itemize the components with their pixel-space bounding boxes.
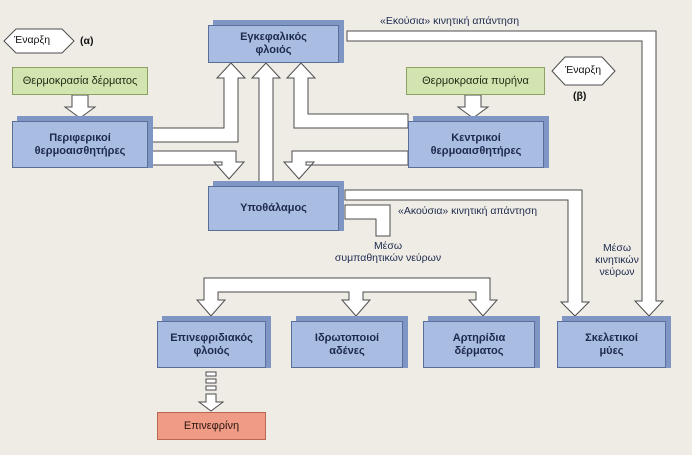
start-b-diamond (551, 56, 616, 86)
start-a-label: Έναρξη (14, 34, 51, 46)
involuntary-response-label: «Ακούσια» κινητική απάντηση (398, 205, 538, 217)
arrow-peripheral-to-cortex (147, 62, 247, 143)
start-b-label: Έναρξη (565, 64, 602, 76)
arrow-adrenal-to-epinephrine (197, 393, 225, 412)
arrow-skin-to-peripheral (63, 94, 97, 119)
arrow-voluntary (346, 30, 665, 317)
arrow-central-to-hypothalamus (282, 150, 409, 180)
dash-3 (205, 385, 217, 391)
sympathetic-nerves-label: Μέσω συμπαθητικών νεύρων (334, 240, 442, 264)
central-thermoreceptors-box: Κεντρικοί θερμοαισθητήρες (408, 121, 544, 168)
start-b-tag: (β) (573, 90, 587, 102)
arrow-central-to-cortex (285, 62, 409, 129)
voluntary-response-label: «Εκούσια» κινητική απάντηση (380, 15, 520, 27)
arrow-involuntary (344, 189, 591, 317)
dash-1 (205, 371, 217, 377)
arrow-peripheral-to-hypothalamus (147, 150, 246, 180)
start-a-diamond (3, 28, 75, 54)
arrow-core-to-central (456, 94, 490, 119)
skin-arterioles-box: Αρτηρίδια δέρματος (423, 321, 535, 368)
arrow-sympathetic-branch (195, 277, 499, 317)
adrenal-cortex-box: Επινεφριδιακός φλοιός (157, 321, 266, 368)
cerebral-cortex-box: Εγκεφαλικός φλοιός (208, 25, 339, 63)
start-a-tag: (α) (80, 35, 94, 47)
core-temperature-input: Θερμοκρασία πυρήνα (406, 67, 545, 95)
sweat-glands-box: Ιδρωτοποιοί αδένες (291, 321, 403, 368)
skeletal-muscles-box: Σκελετικοί μύες (557, 321, 666, 368)
motor-nerves-label: Μέσω κινητικών νεύρων (595, 242, 639, 278)
arrow-sympathetic (344, 204, 391, 237)
hypothalamus-box: Υποθάλαμος (208, 186, 339, 231)
epinephrine-output: Επινεφρίνη (157, 412, 266, 440)
peripheral-thermoreceptors-box: Περιφερικοί θερμοαισθητήρες (12, 121, 148, 168)
skin-temperature-input: Θερμοκρασία δέρματος (12, 67, 148, 95)
arrow-hypothalamus-to-cortex (250, 62, 282, 184)
dash-2 (205, 378, 217, 384)
